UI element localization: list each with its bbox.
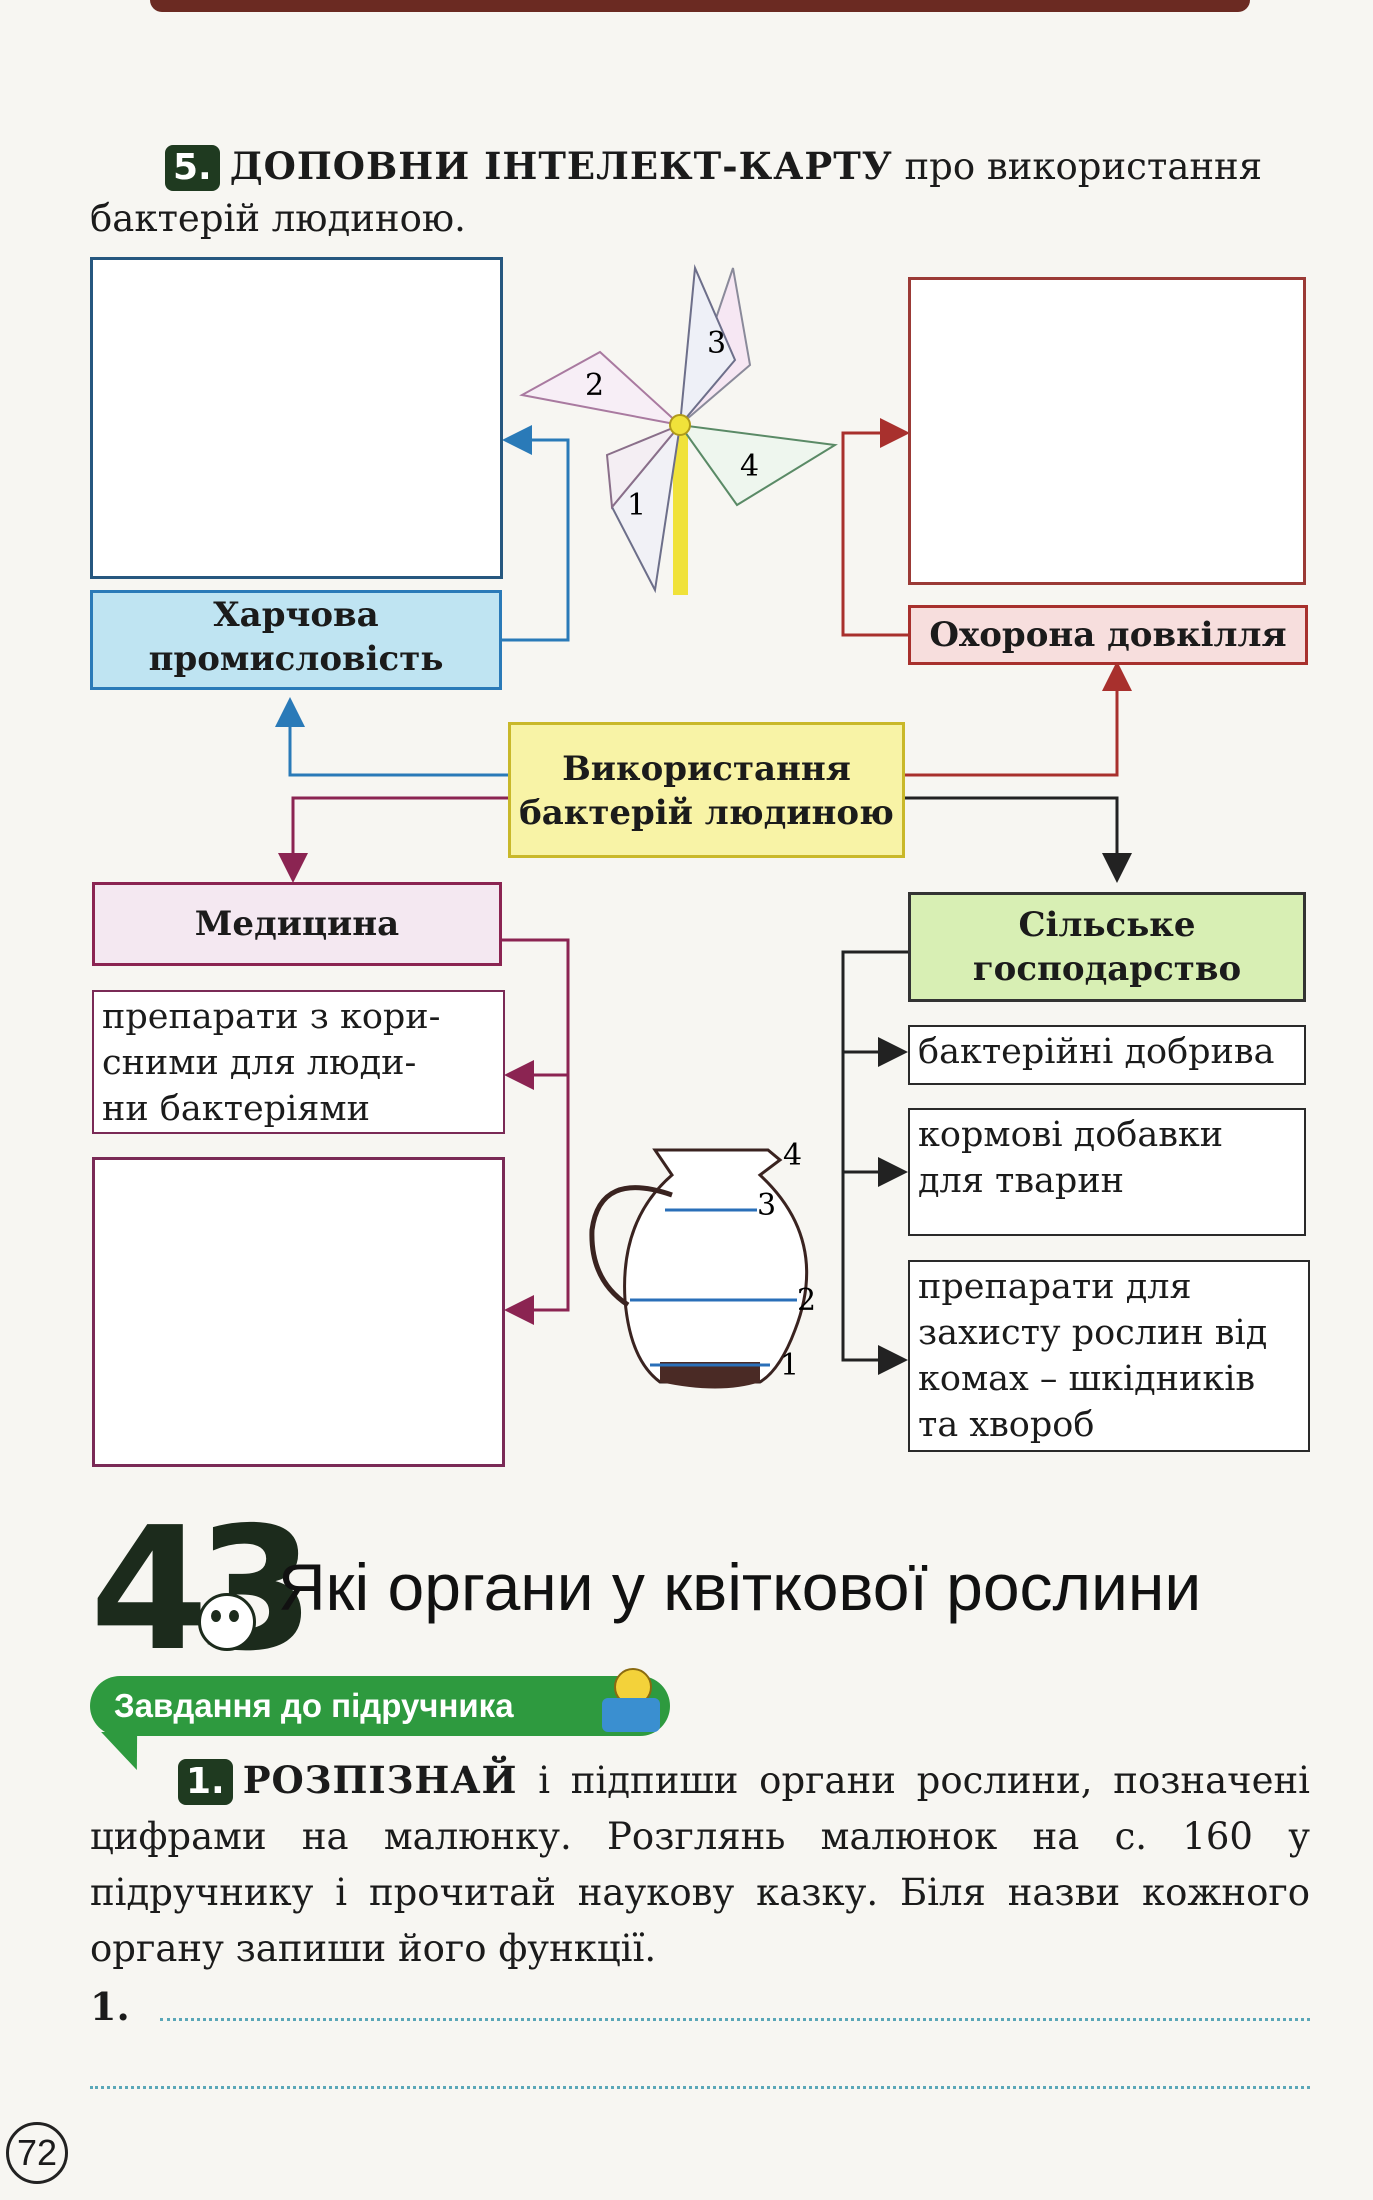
task5-title: ДОПОВНИ ІНТЕЛЕКТ-КАРТУ [229, 144, 893, 188]
task1-title: РОЗПІЗНАЙ [242, 1758, 518, 1802]
arrow-to-environment [905, 661, 1132, 777]
task1-number-badge: 1. [178, 1759, 233, 1805]
banner-label: Завдання до підручника [114, 1687, 514, 1724]
jug-label-4: 4 [783, 1138, 802, 1173]
arrow-to-food [275, 697, 508, 777]
page-edge [150, 0, 1250, 12]
environment-answer-box[interactable] [908, 277, 1306, 585]
lesson-number: 43 [90, 1491, 315, 1689]
agriculture-label-line2: господарство [972, 949, 1242, 989]
food-label-line1: Харчова [213, 595, 379, 635]
answer-line-1[interactable] [160, 2018, 1310, 2021]
task5-text: про використання бактерій людиною. [90, 145, 1263, 240]
task-number-badge: 5. [165, 145, 220, 191]
food-label-line2: промисловість [148, 639, 444, 679]
jug-illustration: 4 3 2 1 [589, 1138, 816, 1389]
agriculture-item-1-text: бактерійні добрива [918, 1032, 1275, 1072]
medicine-box: Медицина [92, 882, 502, 966]
task1-body: 1.РОЗПІЗНАЙ і підпиши органи рослини, по… [90, 1752, 1310, 1977]
medicine-answer-box[interactable] [92, 1157, 505, 1467]
mindmap-connectors: 3 2 4 1 4 3 2 1 [275, 264, 1132, 1389]
environment-label: Охорона довкілля [929, 615, 1287, 655]
arrow-food-to-box [502, 425, 570, 642]
agriculture-item-3-line4: та хвороб [918, 1405, 1095, 1445]
pinwheel-illustration: 3 2 4 1 [519, 264, 838, 595]
pinwheel-label-3: 3 [707, 326, 726, 361]
jug-label-3: 3 [757, 1188, 776, 1223]
food-industry-box: Харчова промисловість [90, 590, 502, 690]
arrow-to-medicine [278, 796, 508, 883]
agriculture-box: Сільське господарство [908, 892, 1306, 1002]
reading-character-icon [602, 1668, 660, 1738]
center-label-line1: Використання [562, 749, 851, 789]
jug-label-2: 2 [797, 1283, 816, 1318]
textbook-tasks-banner: Завдання до підручника [90, 1676, 670, 1736]
arrow-medicine-to-box [502, 938, 570, 1325]
medicine-item-1: препарати з кори- сними для люди- ни бак… [92, 990, 505, 1134]
arrow-agri-to-item3 [841, 950, 908, 1375]
medicine-item-1-line1: препарати з кори- [102, 997, 441, 1037]
agriculture-item-3: препарати для захисту рослин від комах –… [908, 1260, 1310, 1452]
lesson-title: Які органи у квіткової рослини [278, 1550, 1202, 1624]
agriculture-item-2-line2: для тварин [918, 1161, 1124, 1201]
food-answer-box[interactable] [90, 257, 503, 579]
agriculture-label-line1: Сільське [1018, 905, 1196, 945]
agriculture-item-3-line1: препарати для [918, 1267, 1192, 1307]
center-label-line2: бактерій людиною [519, 793, 894, 833]
agriculture-item-3-line3: комах – шкідників [918, 1359, 1256, 1399]
agriculture-item-3-line2: захисту рослин від [918, 1313, 1268, 1353]
task1-text: і підпиши органи рослини, позначені цифр… [90, 1759, 1310, 1970]
pinwheel-label-4: 4 [740, 449, 759, 484]
medicine-item-1-line2: сними для люди- [102, 1043, 417, 1083]
panda-icon [198, 1593, 256, 1651]
page-number: 72 [6, 2122, 68, 2184]
agriculture-item-2-line1: кормові добавки [918, 1115, 1224, 1155]
pinwheel-label-2: 2 [585, 368, 604, 403]
pinwheel-label-1: 1 [627, 488, 646, 523]
medicine-label: Медицина [194, 904, 400, 944]
jug-label-1: 1 [780, 1348, 799, 1383]
center-topic-box: Використання бактерій людиною [508, 722, 905, 858]
medicine-item-1-line3: ни бактеріями [102, 1089, 370, 1129]
arrow-environment-to-box [841, 418, 910, 637]
agriculture-item-2: кормові добавки для тварин [908, 1108, 1306, 1236]
environment-box: Охорона довкілля [908, 605, 1308, 665]
agriculture-item-1: бактерійні добрива [908, 1025, 1306, 1085]
answer-number: 1. [90, 1984, 130, 2029]
arrow-to-agriculture [905, 796, 1132, 883]
answer-line-2[interactable] [90, 2086, 1310, 2089]
task5-heading: 5.ДОПОВНИ ІНТЕЛЕКТ-КАРТУ про використанн… [90, 140, 1305, 245]
